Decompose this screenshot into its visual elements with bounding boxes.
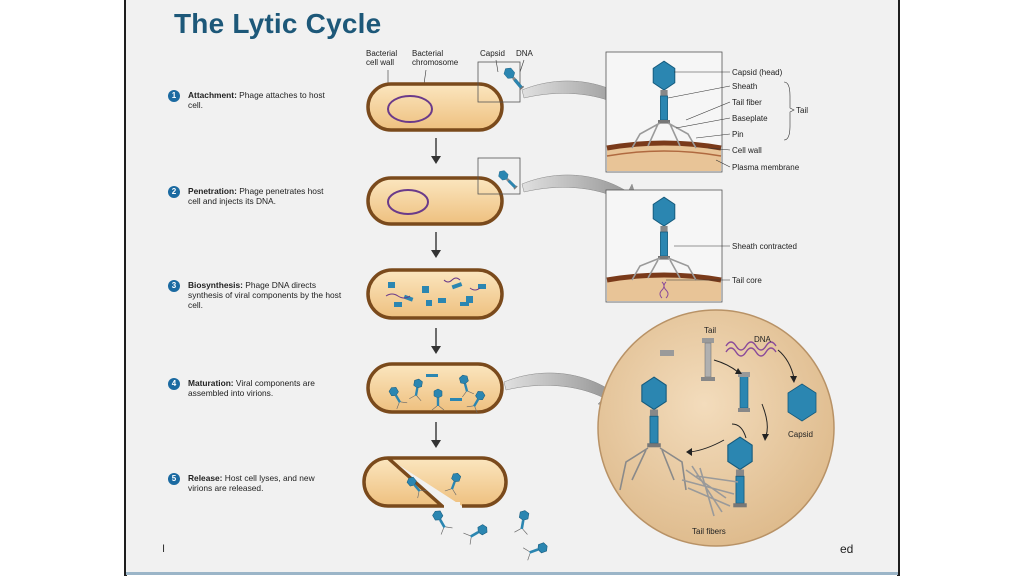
label-sheath-contracted: Sheath contracted: [732, 242, 797, 251]
slide: The Lytic Cycle 1 Attachment: Phage atta…: [126, 0, 898, 574]
label-pin: Pin: [732, 130, 744, 139]
down-arrow: [431, 328, 441, 354]
left-frame-border: [124, 0, 127, 576]
assembly-label-capsid: Capsid: [788, 430, 813, 439]
step-biosynthesis: 3 Biosynthesis: Phage DNA directs synthe…: [168, 280, 348, 310]
bacterial-cell-4: [366, 362, 504, 414]
step-heading: Maturation:: [188, 378, 234, 388]
step-number-3: 3: [168, 280, 180, 292]
footer-left-text: I: [162, 543, 166, 555]
assembly-bubble: [597, 309, 835, 547]
label-sheath: Sheath: [732, 82, 757, 91]
bacterial-cell-5: [362, 456, 550, 561]
bacterial-cell-2: [366, 157, 521, 226]
step-text: Host cell lyses, and new virions are rel…: [188, 473, 315, 493]
step-text: Phage DNA directs synthesis of viral com…: [188, 280, 342, 310]
step-text: Viral components are assembled into viri…: [188, 378, 315, 398]
step-maturation: 4 Maturation: Viral components are assem…: [168, 378, 338, 398]
label-tail-fiber: Tail fiber: [732, 98, 762, 107]
assembly-label-tail-fibers: Tail fibers: [692, 527, 726, 536]
footer-right-text: ed: [840, 542, 854, 556]
label-capsid: Capsid: [480, 49, 505, 58]
bottom-rule: [126, 572, 898, 575]
down-arrow: [431, 138, 441, 164]
step-heading: Penetration:: [188, 186, 237, 196]
step-heading: Release:: [188, 473, 223, 483]
label-plasma-membrane: Plasma membrane: [732, 163, 800, 172]
step-attachment: 1 Attachment: Phage attaches to host cel…: [168, 90, 338, 110]
assembly-label-dna: DNA: [754, 335, 772, 344]
zoom-box-attachment: [605, 51, 723, 173]
step-heading: Attachment:: [188, 90, 237, 100]
label-cell-wall: Cell wall: [732, 146, 762, 155]
step-text: Phage attaches to host cell.: [188, 90, 325, 110]
assembly-label-tail: Tail: [704, 326, 716, 335]
step-text: Phage penetrates host cell and injects i…: [188, 186, 324, 206]
label-baseplate: Baseplate: [732, 114, 768, 123]
label-tail: Tail: [796, 106, 808, 115]
down-arrow: [431, 232, 441, 258]
step-number-4: 4: [168, 378, 180, 390]
down-arrow: [431, 422, 441, 448]
step-heading: Biosynthesis:: [188, 280, 243, 290]
right-frame-border: [897, 0, 900, 576]
step-number-2: 2: [168, 186, 180, 198]
leader-line: [519, 59, 525, 73]
step-number-1: 1: [168, 90, 180, 102]
step-release: 5 Release: Host cell lyses, and new viri…: [168, 473, 338, 493]
step-number-5: 5: [168, 473, 180, 485]
label-capsid-head: Capsid (head): [732, 68, 783, 77]
step-penetration: 2 Penetration: Phage penetrates host cel…: [168, 186, 338, 206]
label-dna: DNA: [516, 49, 534, 58]
bacterial-cell-1: [366, 61, 526, 132]
page-title: The Lytic Cycle: [174, 8, 382, 39]
label-tail-core: Tail core: [732, 276, 762, 285]
phage-leader-lines: [666, 71, 795, 281]
bacterial-cell-3: [366, 268, 504, 320]
